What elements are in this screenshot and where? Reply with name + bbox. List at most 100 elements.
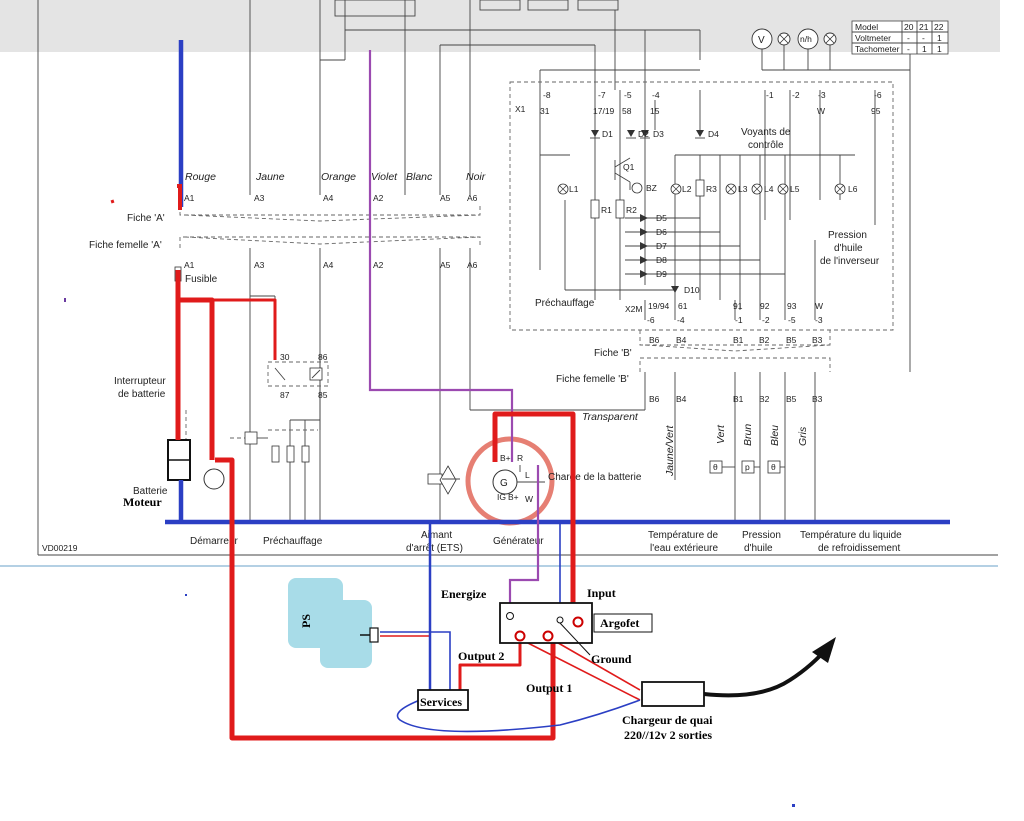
svg-text:Vert: Vert (715, 424, 727, 444)
svg-text:W: W (815, 301, 823, 311)
svg-text:L4: L4 (764, 184, 774, 194)
battery-starter (167, 439, 225, 490)
svg-text:A3: A3 (254, 260, 265, 270)
table-row-tachometer: Tachometer (855, 44, 900, 54)
svg-text:A4: A4 (323, 260, 334, 270)
svg-text:B5: B5 (786, 394, 797, 404)
charge-batterie-label: Charge de la batterie (548, 472, 642, 483)
svg-text:17/19: 17/19 (593, 106, 615, 116)
svg-text:-8: -8 (543, 90, 551, 100)
svg-text:W: W (525, 494, 533, 504)
svg-text:Jaune/Vert: Jaune/Vert (664, 425, 676, 477)
table-header-22: 22 (934, 22, 944, 32)
svg-text:IG: IG (497, 492, 506, 502)
generateur-label: Générateur (493, 536, 544, 547)
svg-text:92: 92 (760, 301, 770, 311)
svg-text:A4: A4 (323, 193, 334, 203)
svg-text:R1: R1 (601, 205, 612, 215)
svg-text:D9: D9 (656, 269, 667, 279)
x2m-pins: 19/94 61 91 92 93 W -6 -4 -1 -2 -5 -3 (647, 301, 823, 325)
svg-text:-5: -5 (624, 90, 632, 100)
svg-text:-4: -4 (677, 315, 685, 325)
blue-wire-ps (380, 631, 451, 690)
svg-text:30: 30 (280, 352, 290, 362)
svg-text:B5: B5 (786, 335, 797, 345)
svg-text:Orange: Orange (321, 171, 356, 183)
svg-text:B1: B1 (733, 394, 744, 404)
table-header-model: Model (855, 22, 878, 32)
svg-text:Violet: Violet (371, 171, 398, 183)
svg-text:-5: -5 (788, 315, 796, 325)
svg-text:-1: -1 (735, 315, 743, 325)
svg-text:19/94: 19/94 (648, 301, 670, 311)
chargeur-box (641, 681, 705, 707)
svg-text:1: 1 (937, 44, 942, 54)
red-wire-relay (180, 298, 277, 360)
svg-text:91: 91 (733, 301, 743, 311)
svg-text:D6: D6 (656, 227, 667, 237)
svg-text:Rouge: Rouge (185, 171, 216, 183)
panel-wiring (539, 90, 876, 320)
svg-text:W: W (817, 106, 825, 116)
svg-text:L5: L5 (790, 184, 800, 194)
services-box (417, 689, 469, 711)
svg-text:θ: θ (771, 462, 776, 472)
prechauffage-resistors (268, 429, 318, 463)
arrow-icon (812, 637, 836, 663)
svg-text:95: 95 (871, 106, 881, 116)
svg-text:-3: -3 (818, 90, 826, 100)
input-label: Input (587, 586, 616, 600)
svg-text:B2: B2 (759, 335, 770, 345)
svg-text:Jaune: Jaune (255, 171, 285, 183)
svg-text:A1: A1 (184, 260, 195, 270)
svg-text:61: 61 (678, 301, 688, 311)
top-box-2 (527, 0, 569, 11)
svg-text:Gris: Gris (797, 426, 809, 446)
svg-text:-2: -2 (792, 90, 800, 100)
meter-table: Model 20 21 22 Voltmeter - - 1 Tachomete… (851, 20, 949, 55)
svg-text:B3: B3 (812, 394, 823, 404)
svg-text:L1: L1 (569, 184, 579, 194)
violet-wire (368, 50, 514, 462)
svg-text:L6: L6 (848, 184, 858, 194)
blue-wire-charger (396, 699, 641, 733)
svg-text:B2: B2 (759, 394, 770, 404)
batterie-label: Batterie (133, 486, 168, 497)
harness-wires (249, 248, 555, 520)
svg-text:-7: -7 (598, 90, 606, 100)
gauges: V n/h (751, 28, 911, 372)
svg-text:D10: D10 (684, 285, 700, 295)
svg-text:87: 87 (280, 390, 290, 400)
wire-color-labels: Rouge Jaune Orange Violet Blanc Noir (185, 171, 486, 183)
header-band (0, 0, 1000, 52)
fiche-a-label: Fiche 'A' (127, 213, 165, 224)
svg-text:Brun: Brun (742, 424, 754, 446)
svg-text:A3: A3 (254, 193, 265, 203)
energize-label: Energize (441, 587, 487, 601)
svg-text:A2: A2 (373, 260, 384, 270)
svg-text:-1: -1 (766, 90, 774, 100)
svg-text:L2: L2 (682, 184, 692, 194)
svg-text:Noir: Noir (466, 171, 486, 183)
svg-text:A6: A6 (467, 193, 478, 203)
svg-text:p: p (745, 462, 750, 472)
svg-text:D8: D8 (656, 255, 667, 265)
moteur-label: Moteur (123, 495, 162, 509)
svg-text:A1: A1 (184, 193, 195, 203)
fiche-b-label: Fiche 'B' (594, 348, 632, 359)
svg-text:-4: -4 (652, 90, 660, 100)
table-header-21: 21 (919, 22, 929, 32)
svg-text:58: 58 (622, 106, 632, 116)
diagram-id: VD00219 (42, 543, 78, 553)
fiche-a: Fiche 'A' Fiche femelle 'A' A1 A3 A4 A2 … (89, 193, 481, 270)
energize-wire (508, 465, 540, 612)
